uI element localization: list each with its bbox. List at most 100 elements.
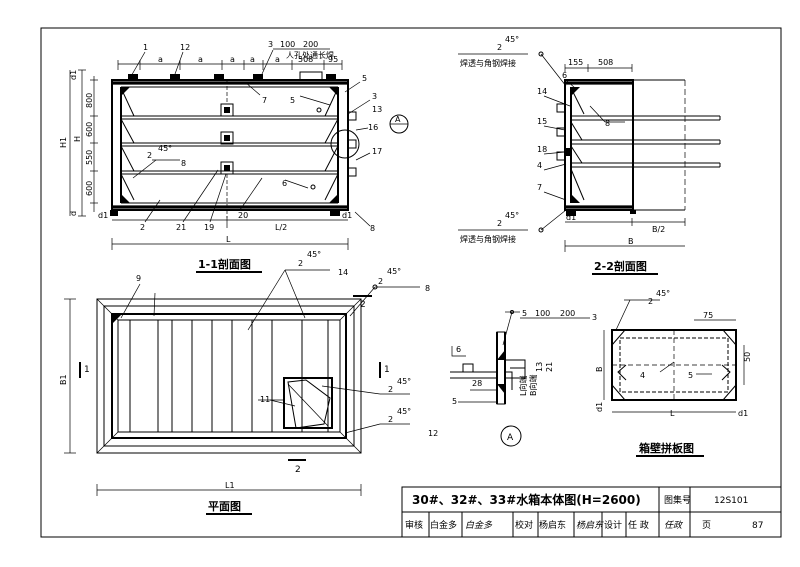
cell-checker: 杨启东 — [539, 519, 566, 531]
plan-weld2-2: 2 — [378, 277, 383, 286]
dim-h1: H1 — [59, 137, 68, 148]
dim-a-5: a — [275, 55, 280, 64]
detail-a-circle — [330, 129, 360, 159]
dim-h: H — [73, 136, 82, 142]
plan-manhole — [283, 377, 333, 429]
dim-d1-bottom-left: d1 — [98, 211, 108, 220]
dim-L: L — [226, 235, 231, 244]
callout-6: 6 — [282, 179, 287, 188]
section-1-1-title: 1-1剖面图 — [198, 257, 251, 271]
plan-weld3-2: 2 — [388, 385, 393, 394]
weld45-8: 8 — [181, 159, 186, 168]
detA-note-L: L向端 — [518, 376, 528, 396]
detA-dim-13: 13 — [535, 362, 544, 372]
dim-a-4: a — [250, 55, 255, 64]
dim-a-2: a — [198, 55, 203, 64]
plan-sec-2-bottom: 2 — [295, 465, 301, 475]
cell-review: 审核 — [405, 519, 423, 531]
panel-dim-d1-left: d1 — [595, 402, 604, 412]
weld45-angle: 45° — [158, 144, 172, 153]
plan-weld1-45: 45° — [307, 250, 321, 259]
cell-reviewer: 白金多 — [430, 519, 457, 531]
cell-check: 校对 — [515, 519, 533, 531]
panel-weld45-angle: 45° — [656, 289, 670, 298]
signature-2: 杨启东 — [576, 520, 604, 531]
detail-marker-a-label: A — [395, 115, 401, 124]
detA-weld-5: 5 — [522, 309, 527, 318]
callout-21: 21 — [176, 223, 186, 232]
callout-7: 7 — [262, 96, 267, 105]
callout-13: 13 — [372, 105, 382, 114]
callout-2: 2 — [140, 223, 145, 232]
s22-callout-4: 4 — [537, 161, 542, 170]
page-label: 页 — [702, 520, 711, 531]
detail-a-label-circle — [500, 425, 522, 447]
callout-19: 19 — [204, 223, 214, 232]
weld-note-top: 焊透与角钢焊接 — [460, 58, 516, 68]
dim-d1-left: d1 — [69, 70, 78, 80]
detail-a: 5 100 200 3 6 28 13 21 L向端 B向端 5 A — [450, 309, 597, 447]
panel-dim-d1-right: d1 — [738, 409, 748, 418]
dim-800: 800 — [85, 93, 94, 108]
panel-dim-75: 75 — [703, 311, 713, 320]
callout-5: 5 — [290, 96, 295, 105]
dim-155: 155 — [568, 58, 583, 67]
s22-callout-7: 7 — [537, 183, 542, 192]
atlas-label: 图集号 — [664, 494, 691, 506]
callout-8: 8 — [370, 224, 375, 233]
plan-outer — [96, 298, 362, 454]
plan-dim-B1: B1 — [59, 374, 68, 385]
detA-weld-100: 100 — [535, 309, 550, 318]
section-1-1: a a a a a 508 95 — [59, 40, 409, 273]
callout-3: 3 — [372, 92, 377, 101]
dim-a-3: a — [230, 55, 235, 64]
dim-d-left: d — [69, 211, 78, 216]
weld45-top-2: 2 — [497, 43, 502, 52]
plan-weld2-45: 45° — [387, 267, 401, 276]
plan-view: 9 14 8 11 12 2 45° 2 45° 2 45° 2 45° B1 … — [59, 250, 438, 515]
callout-5-top: 5 — [362, 74, 367, 83]
sheet-border — [40, 27, 782, 538]
drawing-title: 30#、32#、33#水箱本体图(H=2600) — [412, 492, 641, 507]
s22-callout-6: 6 — [562, 71, 567, 80]
weld45-bottom-angle: 45° — [505, 211, 519, 220]
dim-508-b: 508 — [598, 58, 613, 67]
panel-dim-50: 50 — [743, 352, 752, 362]
right-side-angles — [348, 111, 357, 177]
plan-callout-11: 11 — [260, 395, 270, 404]
tank-shell — [111, 79, 349, 211]
panel-title: 箱壁拼板图 — [639, 441, 694, 455]
plan-weld3-45: 45° — [397, 377, 411, 386]
signature-1: 白金多 — [465, 520, 493, 531]
plan-weld4-2: 2 — [388, 415, 393, 424]
plan-title: 平面图 — [208, 500, 241, 513]
detA-dim-21: 21 — [545, 362, 554, 372]
detA-note-B: B向端 — [528, 375, 538, 397]
detail-a-label: A — [507, 433, 514, 443]
top-stiffeners — [128, 71, 336, 81]
signature-3: 任政 — [664, 520, 684, 531]
weld-sym-200: 200 — [303, 40, 318, 49]
dim-d1-bottom-right: d1 — [342, 211, 352, 220]
plan-stiffener-lines — [129, 320, 329, 432]
section-2-2-title: 2-2剖面图 — [594, 259, 647, 273]
plan-sec-1-right: 1 — [384, 365, 390, 375]
plan-callout-9: 9 — [136, 274, 141, 283]
s22-callout-18: 18 — [537, 145, 547, 154]
callout-20: 20 — [238, 211, 248, 220]
title-block: 30#、32#、33#水箱本体图(H=2600) 图集号 12S101 审核 白… — [401, 486, 782, 538]
callout-17: 17 — [372, 147, 382, 156]
dim-550: 550 — [85, 150, 94, 165]
s22-dim-B: B — [628, 237, 634, 246]
left-dim-ticks — [78, 69, 98, 217]
dim-600-b: 600 — [85, 181, 94, 196]
callout-12: 12 — [180, 43, 190, 52]
cell-designer: 任 政 — [628, 519, 649, 531]
weld-sym-3: 3 — [268, 40, 273, 49]
weld-sym-100: 100 — [280, 40, 295, 49]
weld45-top-angle: 45° — [505, 35, 519, 44]
section-2-2-shell — [564, 79, 634, 211]
panel-weld45-2: 2 — [648, 297, 653, 306]
detA-callout-5: 5 — [452, 397, 457, 406]
